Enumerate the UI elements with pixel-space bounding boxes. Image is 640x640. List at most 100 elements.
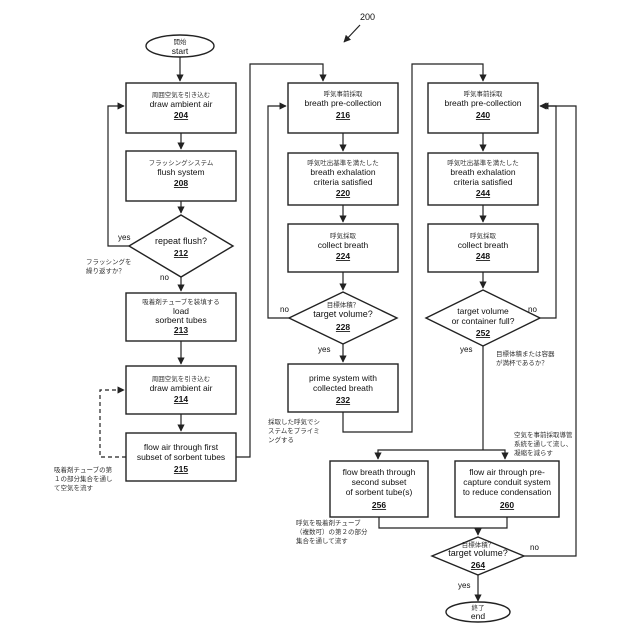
- note-container-full: 目標体積または容器: [496, 349, 555, 358]
- note-flow-pre-capture: 空気を事前採取導管: [514, 430, 573, 439]
- svg-text:240: 240: [476, 110, 490, 120]
- svg-text:to reduce condensation: to reduce condensation: [463, 487, 552, 497]
- svg-text:draw ambient air: draw ambient air: [150, 383, 213, 393]
- svg-text:of sorbent tube(s): of sorbent tube(s): [346, 487, 413, 497]
- svg-text:呼気採取: 呼気採取: [330, 231, 357, 240]
- svg-text:208: 208: [174, 178, 188, 188]
- decision-container-full-252: target volume or container full? 252: [426, 290, 540, 346]
- svg-text:repeat flush?: repeat flush?: [155, 236, 207, 246]
- svg-text:256: 256: [372, 500, 386, 510]
- svg-text:prime system with: prime system with: [309, 373, 377, 383]
- box-flush-system-208: フラッシングシステム flush system 208: [126, 151, 236, 201]
- label-yes-252: yes: [460, 345, 472, 354]
- svg-text:凝縮を減らす: 凝縮を減らす: [514, 448, 553, 457]
- svg-text:204: 204: [174, 110, 188, 120]
- label-no-212: no: [160, 273, 169, 282]
- svg-text:start: start: [172, 46, 189, 56]
- svg-text:criteria satisfied: criteria satisfied: [313, 177, 372, 187]
- svg-text:呼気採取: 呼気採取: [470, 231, 497, 240]
- label-no-264: no: [530, 543, 539, 552]
- box-draw-ambient-air-214: 周囲空気を引き込む draw ambient air 214: [126, 366, 236, 414]
- svg-text:周囲空気を引き込む: 周囲空気を引き込む: [152, 374, 211, 383]
- svg-text:collect breath: collect breath: [458, 240, 509, 250]
- svg-text:collected breath: collected breath: [313, 383, 373, 393]
- note-flow-second-subset: 呼気を吸着剤チューブ: [296, 518, 361, 527]
- box-breath-exhalation-criteria-244: 呼気吐出基準を満たした breath exhalation criteria s…: [428, 153, 538, 205]
- svg-text:１の部分集合を通し: １の部分集合を通し: [54, 474, 113, 483]
- svg-text:end: end: [471, 611, 485, 621]
- svg-text:or container full?: or container full?: [452, 316, 515, 326]
- svg-text:target volume?: target volume?: [448, 548, 508, 558]
- decision-repeat-flush-212: repeat flush? 212: [129, 215, 233, 277]
- svg-text:開始: 開始: [174, 37, 188, 46]
- box-flow-air-first-subset-215: flow air through first subset of sorbent…: [126, 433, 236, 481]
- svg-text:呼気事前採取: 呼気事前採取: [324, 89, 364, 98]
- svg-text:flush system: flush system: [157, 167, 204, 177]
- svg-text:criteria satisfied: criteria satisfied: [453, 177, 512, 187]
- svg-text:breath pre-collection: breath pre-collection: [444, 98, 521, 108]
- svg-text:（複数可）の第２の部分: （複数可）の第２の部分: [296, 527, 368, 536]
- svg-text:目標体積？: 目標体積？: [327, 300, 360, 309]
- box-collect-breath-224: 呼気採取 collect breath 224: [288, 224, 398, 272]
- svg-text:flow air through first: flow air through first: [144, 442, 219, 452]
- svg-text:呼気吐出基準を満たした: 呼気吐出基準を満たした: [447, 158, 519, 167]
- svg-text:呼気吐出基準を満たした: 呼気吐出基準を満たした: [307, 158, 379, 167]
- svg-text:breath exhalation: breath exhalation: [450, 167, 515, 177]
- svg-text:215: 215: [174, 464, 188, 474]
- svg-text:214: 214: [174, 394, 188, 404]
- svg-text:213: 213: [174, 325, 188, 335]
- box-breath-pre-collection-240: 呼気事前採取 breath pre-collection 240: [428, 83, 538, 133]
- svg-text:吸着剤チューブを装填する: 吸着剤チューブを装填する: [142, 297, 220, 306]
- svg-text:second subset: second subset: [352, 477, 407, 487]
- start-terminal: 開始 start: [146, 35, 214, 57]
- svg-text:244: 244: [476, 188, 490, 198]
- figure-arrow: [344, 25, 360, 42]
- label-no-252: no: [528, 305, 537, 314]
- svg-text:232: 232: [336, 395, 350, 405]
- svg-text:breath pre-collection: breath pre-collection: [304, 98, 381, 108]
- svg-text:capture conduit system: capture conduit system: [463, 477, 550, 487]
- svg-text:て空気を流す: て空気を流す: [54, 483, 94, 492]
- label-yes-212: yes: [118, 233, 130, 242]
- box-draw-ambient-air-204: 周囲空気を引き込む draw ambient air 204: [126, 83, 236, 133]
- box-prime-system-232: prime system with collected breath 232: [288, 364, 398, 412]
- svg-text:224: 224: [336, 251, 350, 261]
- svg-text:ングする: ングする: [268, 435, 294, 444]
- box-load-sorbent-tubes-213: 吸着剤チューブを装填する load sorbent tubes 213: [126, 293, 236, 341]
- svg-text:集合を通して流す: 集合を通して流す: [296, 536, 348, 545]
- figure-number: 200: [360, 12, 375, 22]
- box-collect-breath-248: 呼気採取 collect breath 248: [428, 224, 538, 272]
- svg-text:target volume: target volume: [457, 306, 509, 316]
- svg-text:target volume?: target volume?: [313, 309, 373, 319]
- label-yes-264: yes: [458, 581, 470, 590]
- svg-text:繰り返すか？: 繰り返すか？: [86, 266, 125, 275]
- svg-text:collect breath: collect breath: [318, 240, 369, 250]
- svg-text:が満杯であるか？: が満杯であるか？: [496, 358, 548, 367]
- svg-text:周囲空気を引き込む: 周囲空気を引き込む: [152, 90, 211, 99]
- svg-text:252: 252: [476, 328, 490, 338]
- svg-text:248: 248: [476, 251, 490, 261]
- svg-text:draw ambient air: draw ambient air: [150, 99, 213, 109]
- svg-text:フラッシングシステム: フラッシングシステム: [149, 158, 214, 167]
- svg-text:212: 212: [174, 248, 188, 258]
- svg-text:260: 260: [500, 500, 514, 510]
- decision-target-volume-264: 目標体積？ target volume? 264: [432, 537, 524, 575]
- svg-text:sorbent tubes: sorbent tubes: [155, 315, 207, 325]
- svg-text:228: 228: [336, 322, 350, 332]
- svg-text:220: 220: [336, 188, 350, 198]
- svg-text:ステムをプライミ: ステムをプライミ: [268, 427, 320, 435]
- box-flow-air-pre-capture-260: flow air through pre- capture conduit sy…: [455, 461, 559, 517]
- svg-text:216: 216: [336, 110, 350, 120]
- label-no-228: no: [280, 305, 289, 314]
- note-repeat-flush: フラッシングを: [86, 257, 132, 266]
- svg-text:系統を通して流し、: 系統を通して流し、: [514, 439, 572, 448]
- svg-text:呼気事前採取: 呼気事前採取: [464, 89, 504, 98]
- end-terminal: 終了 end: [446, 602, 510, 622]
- note-prime-system: 採取した呼気でシ: [268, 417, 320, 426]
- svg-text:flow breath through: flow breath through: [343, 467, 416, 477]
- note-flow-first-subset: 吸着剤チューブの第: [54, 465, 113, 474]
- svg-text:flow air through pre-: flow air through pre-: [469, 467, 545, 477]
- box-flow-breath-second-subset-256: flow breath through second subset of sor…: [330, 461, 428, 517]
- svg-text:264: 264: [471, 560, 485, 570]
